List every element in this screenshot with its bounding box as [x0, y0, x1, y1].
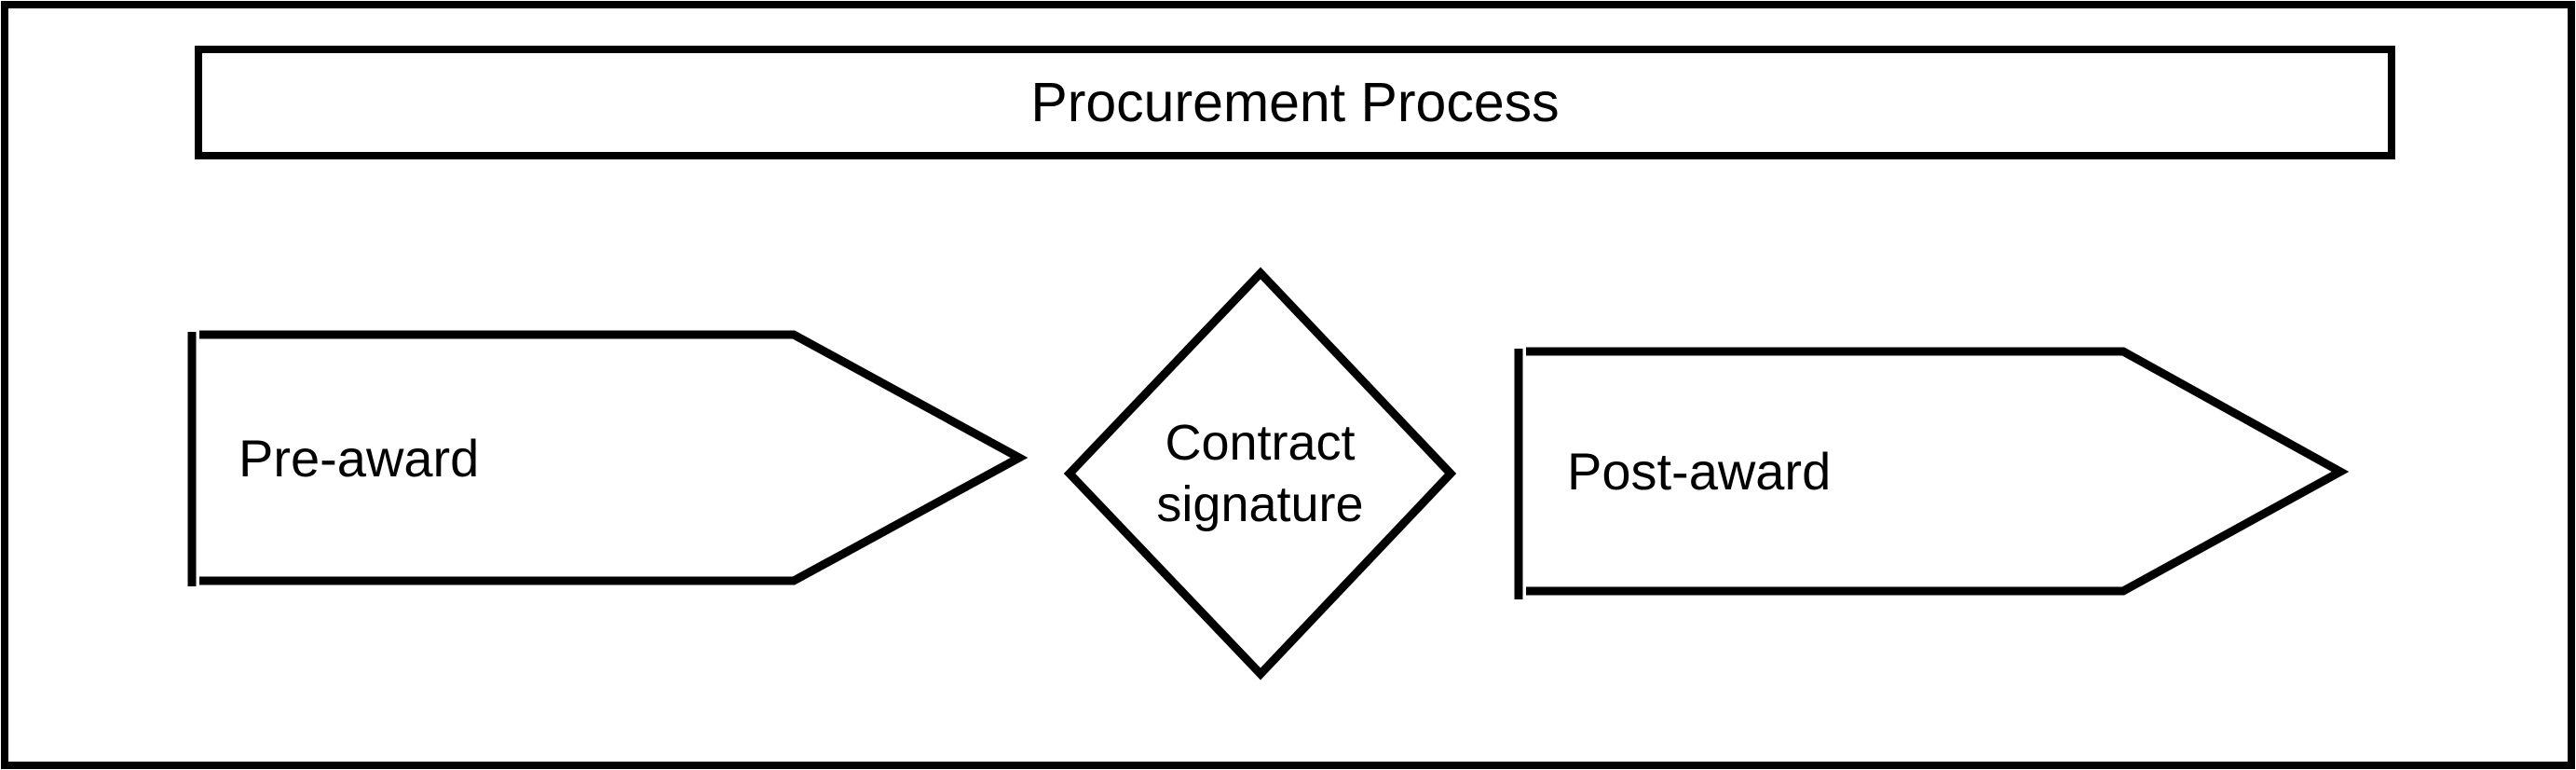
- stage-label-post-award: Post-award: [1567, 442, 1832, 501]
- post-award-arrow-outline: [1526, 347, 2350, 596]
- contract-signature-diamond-outline: [1063, 267, 1457, 681]
- stage-label-pre-award: Pre-award: [239, 428, 480, 488]
- contract-signature-line-2: signature: [1156, 476, 1364, 532]
- contract-signature-line-1: Contract: [1165, 415, 1356, 471]
- title-box-outline: [195, 46, 2395, 159]
- pre-award-arrow-outline: [199, 330, 1029, 585]
- diagram-title: Procurement Process: [1030, 72, 1560, 133]
- stage-label-contract-signature: Contract signature: [1070, 273, 1451, 674]
